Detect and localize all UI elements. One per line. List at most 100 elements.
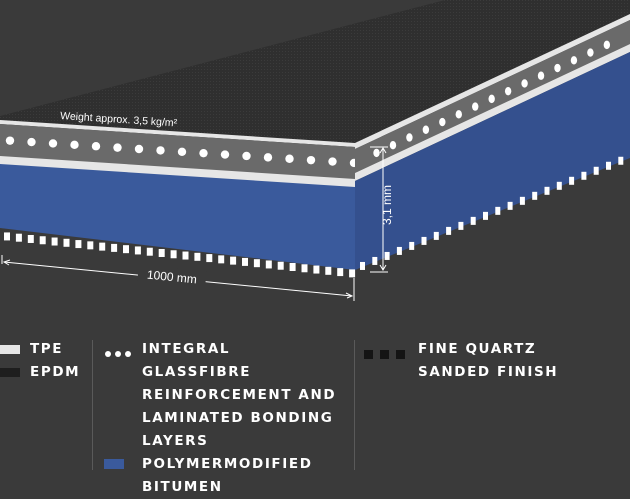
legend-label-glassfibre-line4: LAYERS (142, 433, 209, 449)
quartz-square (87, 241, 94, 250)
legend-label-glassfibre-line1: INTEGRAL GLASSFIBRE (142, 341, 252, 380)
white-dots-icon (105, 351, 131, 357)
legend-divider-1 (92, 340, 93, 470)
quartz-square (170, 250, 177, 259)
legend-label-tpe: TPE (30, 341, 64, 357)
legend-label-quartz-line1: FINE QUARTZ (418, 341, 537, 357)
membrane-top-surface (0, 0, 630, 143)
front-glassfibre-dots (5, 136, 359, 168)
legend-label-bitumen-line1: POLYMERMODIFIED (142, 456, 313, 472)
side-bitumen-layer (355, 52, 630, 270)
glassfibre-dot (134, 144, 144, 154)
glassfibre-dot (199, 148, 208, 158)
membrane-cross-section-diagram: Weight approx. 3,5 kg/m² 3,1 mm 1000 mm (0, 0, 630, 301)
quartz-square (111, 243, 118, 252)
quartz-square (384, 251, 390, 260)
quartz-square (265, 260, 272, 269)
quartz-square (618, 156, 624, 165)
legend-label-bitumen-line2: BITUMEN (142, 479, 223, 495)
quartz-square (544, 186, 550, 195)
glassfibre-dot (156, 146, 165, 155)
legend-column-2: INTEGRAL GLASSFIBRE REINFORCEMENT AND LA… (104, 338, 344, 499)
width-label-backdrop (137, 264, 207, 288)
thickness-label: 3,1 mm (380, 185, 394, 225)
quartz-square (581, 171, 587, 180)
quartz-square (39, 236, 46, 245)
quartz-square (51, 237, 58, 246)
quartz-square (409, 241, 415, 250)
glassfibre-dot (504, 86, 512, 96)
quartz-square (313, 265, 320, 274)
quartz-square (470, 216, 476, 225)
legend-column-1: TPE EPDM (0, 338, 90, 384)
side-quartz-squares (360, 156, 624, 270)
front-reinforcement-layer (0, 124, 355, 180)
quartz-square (446, 226, 452, 235)
glassfibre-dot (439, 117, 446, 127)
width-label: 1000 mm (146, 268, 197, 287)
glassfibre-dot (306, 155, 316, 165)
quartz-square (289, 262, 296, 271)
quartz-square (301, 264, 308, 273)
legend-divider-2 (354, 340, 355, 470)
quartz-square (532, 191, 538, 200)
quartz-square (569, 176, 575, 185)
glassfibre-dot (406, 133, 413, 142)
glassfibre-dot (455, 110, 462, 119)
front-tpe-lower-band (0, 156, 355, 188)
quartz-square (433, 231, 439, 240)
quartz-square (4, 232, 10, 241)
quartz-square (495, 206, 501, 215)
legend-item-tpe: TPE (0, 338, 90, 361)
quartz-square (218, 255, 225, 264)
white-dots-swatch (104, 344, 136, 357)
quartz-square (277, 261, 284, 270)
quartz-square (606, 161, 611, 170)
legend-label-quartz-line2: SANDED FINISH (418, 364, 559, 380)
black-squares-icon (364, 350, 405, 359)
quartz-square (360, 261, 365, 270)
glassfibre-dot (554, 63, 561, 73)
quartz-square (507, 201, 513, 210)
glassfibre-dot (603, 40, 611, 50)
side-glassfibre-dots (373, 40, 611, 158)
quartz-square (15, 233, 22, 242)
epdm-swatch (0, 368, 20, 377)
quartz-square (230, 256, 237, 265)
front-quartz-squares (4, 232, 356, 278)
quartz-square (242, 257, 248, 266)
quartz-square (146, 247, 153, 256)
quartz-square (483, 211, 488, 220)
quartz-square (194, 252, 201, 261)
front-tpe-layer (0, 120, 355, 147)
quartz-square (182, 251, 189, 260)
quartz-square (158, 248, 165, 257)
legend-label-epdm: EPDM (30, 364, 81, 380)
legend-column-3: FINE QUARTZ SANDED FINISH (364, 338, 624, 384)
glassfibre-dot (537, 71, 545, 80)
glassfibre-dot (242, 151, 251, 161)
quartz-square (63, 238, 70, 247)
quartz-square (458, 221, 464, 230)
quartz-square (593, 166, 599, 175)
quartz-square (337, 268, 344, 277)
glassfibre-dot (328, 157, 337, 166)
black-squares-swatch (364, 344, 408, 359)
side-tpe-layer (355, 14, 630, 149)
glassfibre-dot (70, 140, 79, 150)
quartz-square (253, 259, 260, 268)
glassfibre-dot (177, 147, 187, 156)
quartz-square (206, 254, 213, 263)
quartz-square (99, 242, 106, 251)
glassfibre-dot (91, 142, 101, 151)
glassfibre-dot (373, 148, 380, 158)
glassfibre-dot (27, 137, 36, 147)
quartz-square (421, 236, 427, 245)
bitumen-swatch (104, 459, 124, 469)
quartz-square (372, 256, 378, 265)
legend-item-glassfibre: INTEGRAL GLASSFIBRE REINFORCEMENT AND LA… (104, 338, 344, 453)
glassfibre-dot (285, 154, 294, 163)
quartz-square (27, 234, 34, 243)
glassfibre-dot (488, 94, 495, 104)
